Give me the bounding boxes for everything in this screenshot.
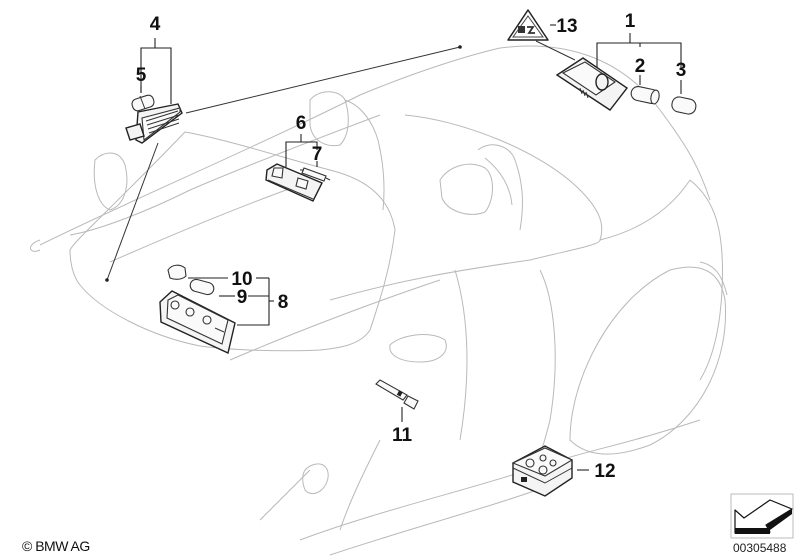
callout-9: 9 (237, 287, 248, 308)
callout-10: 10 (231, 269, 252, 290)
callout-11: 11 (392, 425, 413, 446)
car-outline (30, 45, 728, 556)
part-11-fiber-light-guide[interactable] (375, 379, 419, 410)
callout-8: 8 (278, 292, 289, 313)
part-2-bulb[interactable] (630, 85, 661, 105)
callout-6: 6 (296, 113, 307, 134)
leaders-8-9-10 (188, 277, 274, 326)
callout-3: 3 (676, 60, 687, 81)
arrow-down-left-icon[interactable] (730, 493, 794, 539)
callout-1: 1 (625, 11, 636, 32)
callout-5: 5 (136, 65, 147, 86)
callout-12: 12 (594, 461, 615, 482)
callout-7: 7 (312, 144, 323, 165)
leaders-1-2-3 (596, 33, 682, 94)
part-9-bulb[interactable] (189, 278, 215, 296)
leaders-4-5 (105, 38, 462, 282)
leader-13-pointer (535, 40, 576, 61)
part-5-bulb[interactable] (131, 94, 156, 112)
part-3-bulb-cap[interactable] (671, 96, 698, 116)
part-4-lens-unit[interactable] (125, 103, 183, 144)
copyright-text: © BMW AG (22, 538, 90, 554)
part-6-reading-light[interactable] (265, 163, 323, 202)
part-1-luggage-light[interactable] (555, 57, 629, 111)
part-8-console[interactable] (159, 290, 236, 354)
part-12-bulb-box[interactable] (511, 445, 574, 497)
leaders-6-7 (285, 134, 318, 167)
diagram-number: 00305488 (733, 541, 787, 555)
part-7-festoon-bulb[interactable] (300, 167, 331, 182)
callout-4: 4 (150, 14, 161, 35)
callout-2: 2 (635, 56, 646, 77)
warning-triangle-icon (507, 9, 549, 41)
part-10-bulb-holder[interactable] (167, 264, 187, 280)
callout-13: 13 (556, 16, 577, 37)
